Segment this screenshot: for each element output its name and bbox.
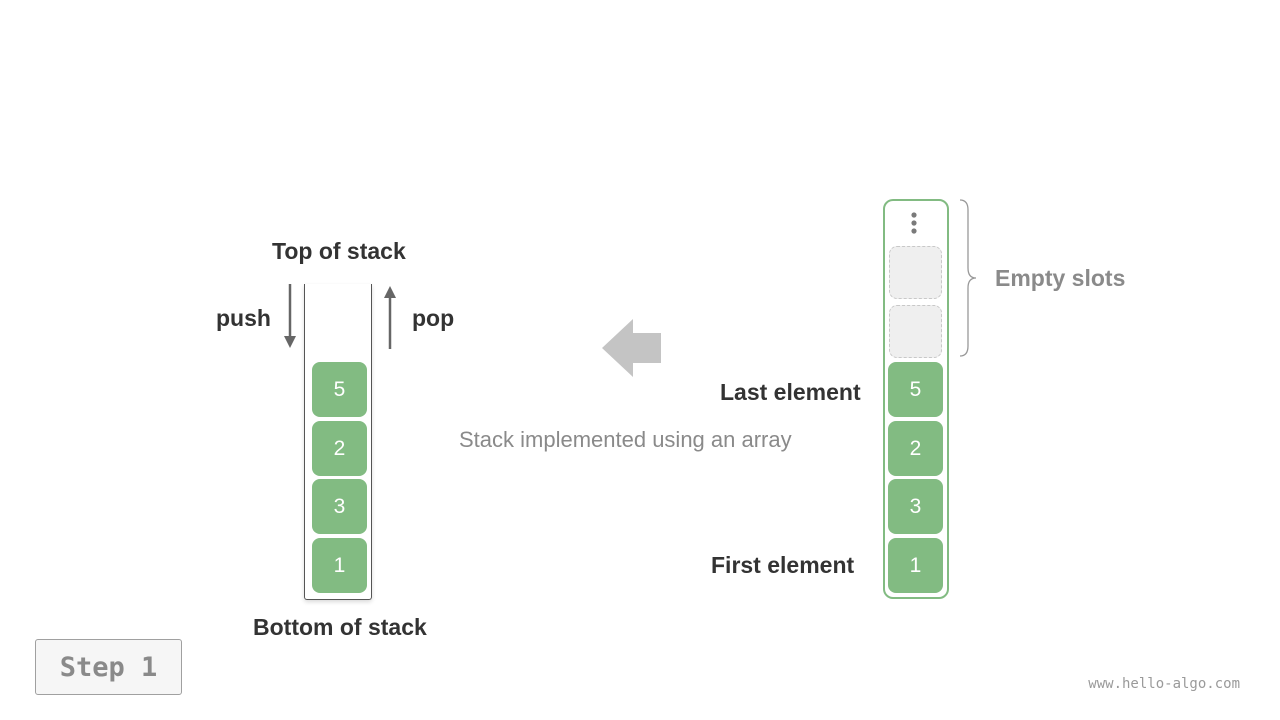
empty-slots-brace (959, 199, 977, 357)
array-cell: 1 (888, 538, 943, 593)
pop-label: pop (412, 305, 455, 331)
diagram-caption: Stack implemented using an array (459, 427, 792, 452)
stack-cell: 2 (312, 421, 367, 476)
stack-cell: 3 (312, 479, 367, 534)
push-arrow-icon (284, 284, 296, 348)
array-cell: 3 (888, 479, 943, 534)
empty-slots-label: Empty slots (995, 265, 1126, 291)
site-watermark: www.hello-algo.com (1088, 676, 1240, 692)
stack-bottom-label: Bottom of stack (253, 614, 427, 640)
empty-slot (889, 246, 942, 299)
empty-slot (889, 305, 942, 358)
ellipsis-icon (911, 212, 917, 234)
step-button[interactable]: Step 1 (35, 639, 182, 695)
push-label: push (216, 305, 271, 331)
stack-cell: 5 (312, 362, 367, 417)
left-arrow-icon (602, 319, 661, 377)
array-cell: 5 (888, 362, 943, 417)
pop-arrow-icon (384, 286, 396, 349)
stack-cell: 1 (312, 538, 367, 593)
first-element-label: First element (711, 552, 855, 578)
stack-container (304, 284, 372, 600)
array-cell: 2 (888, 421, 943, 476)
last-element-label: Last element (720, 379, 861, 405)
stack-top-label: Top of stack (272, 238, 406, 264)
array-container (883, 199, 949, 599)
